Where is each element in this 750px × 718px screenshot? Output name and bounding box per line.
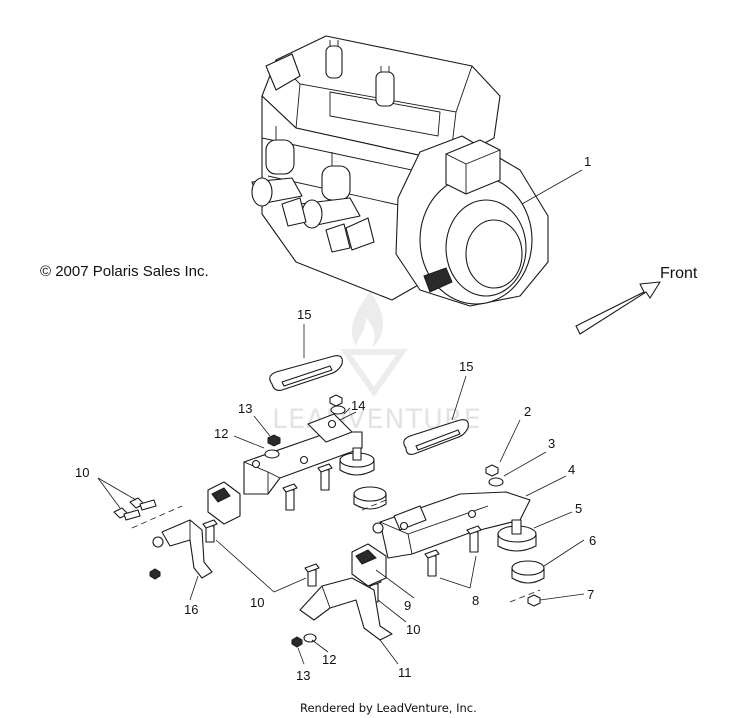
front-direction-arrow-icon bbox=[575, 281, 661, 335]
part-11-bracket bbox=[299, 577, 393, 641]
rendered-by-footer: Rendered by LeadVenture, Inc. bbox=[300, 701, 477, 715]
part-14-bracket bbox=[243, 413, 363, 495]
front-label: Front bbox=[660, 265, 698, 282]
part-15-strap-upper bbox=[269, 355, 343, 391]
callout-10-right: 10 bbox=[406, 622, 420, 637]
leader-lines bbox=[97, 169, 585, 665]
alignment-lines bbox=[131, 499, 541, 603]
callout-3: 3 bbox=[548, 436, 555, 451]
callout-12-lower: 12 bbox=[322, 652, 336, 667]
callout-1: 1 bbox=[584, 154, 591, 169]
part-9-wedge-block bbox=[351, 543, 387, 587]
callout-labels: 1 2 3 4 5 6 7 8 9 10 10 10 11 12 12 13 1… bbox=[75, 154, 596, 683]
leadventure-watermark: LEADVENTURE bbox=[272, 292, 481, 435]
upper-rubber-mount bbox=[339, 447, 387, 534]
callout-2: 2 bbox=[524, 404, 531, 419]
callout-6: 6 bbox=[589, 533, 596, 548]
callout-9: 9 bbox=[404, 598, 411, 613]
callout-10-middle: 10 bbox=[250, 595, 264, 610]
flame-logo-icon bbox=[340, 292, 408, 398]
part-15-strap-lower bbox=[403, 419, 469, 455]
copyright-text: © 2007 Polaris Sales Inc. bbox=[40, 263, 209, 280]
callout-15-upper: 15 bbox=[297, 307, 311, 322]
callout-4: 4 bbox=[568, 462, 575, 477]
callout-10-left: 10 bbox=[75, 465, 89, 480]
part-6-damper bbox=[511, 560, 545, 584]
callout-14: 14 bbox=[351, 398, 365, 413]
callout-5: 5 bbox=[575, 501, 582, 516]
callout-13-lower: 13 bbox=[296, 668, 310, 683]
callout-15-lower: 15 bbox=[459, 359, 473, 374]
callout-7: 7 bbox=[587, 587, 594, 602]
hardware-nuts-washers bbox=[149, 394, 541, 648]
callout-13-upper: 13 bbox=[238, 401, 252, 416]
callout-8: 8 bbox=[472, 593, 479, 608]
part-16-bracket bbox=[161, 481, 241, 579]
callout-12-upper: 12 bbox=[214, 426, 228, 441]
callout-16: 16 bbox=[184, 602, 198, 617]
callout-11: 11 bbox=[398, 665, 412, 680]
part-5-rubber-mount bbox=[497, 519, 537, 552]
engine-assembly bbox=[251, 35, 549, 307]
